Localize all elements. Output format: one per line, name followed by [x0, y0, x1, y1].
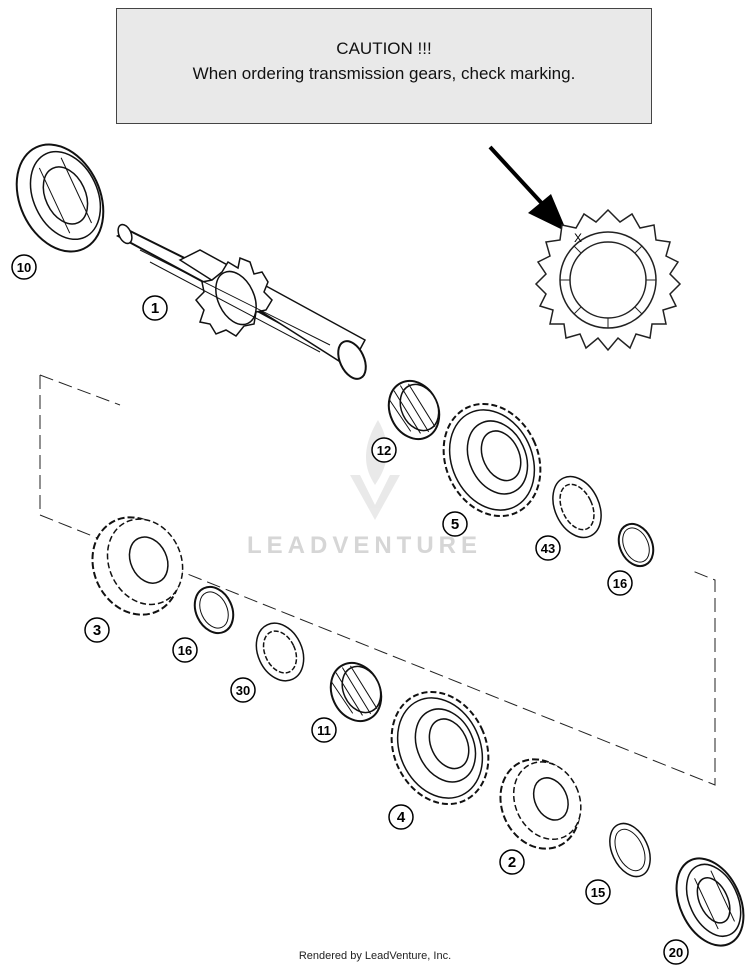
callout-3: 3 — [84, 617, 110, 643]
callout-number: 1 — [151, 300, 159, 317]
callout-number: 20 — [669, 945, 683, 960]
callout-number: 4 — [397, 809, 406, 826]
callout-11: 11 — [311, 717, 337, 743]
marked-gear-detail: X — [534, 208, 682, 352]
gear-2 — [499, 758, 582, 850]
watermark-logo — [350, 420, 400, 520]
callout-number: 2 — [508, 854, 516, 871]
callout-2: 2 — [499, 849, 525, 875]
callout-number: 12 — [377, 443, 391, 458]
footer-credit: Rendered by LeadVenture, Inc. — [298, 950, 452, 962]
marking-symbol: X — [574, 231, 582, 245]
bearing-10 — [15, 143, 105, 253]
callout-12: 12 — [371, 437, 397, 463]
callout-number: 3 — [93, 622, 101, 639]
callout-15: 15 — [585, 879, 611, 905]
group-outline-top — [39, 374, 121, 406]
callout-number: 5 — [451, 516, 459, 533]
circlip-16-left — [193, 585, 235, 635]
group-outline — [39, 375, 716, 786]
washer-30 — [255, 622, 305, 682]
callout-labels: 10 1 12 5 43 16 3 16 30 11 4 2 15 20 — [11, 254, 689, 965]
callout-number: 16 — [613, 576, 627, 591]
needle-bearing-11 — [329, 661, 383, 723]
bearing-20 — [675, 857, 745, 947]
callout-number: 16 — [178, 643, 192, 658]
caution-box: CAUTION !!! When ordering transmission g… — [116, 8, 652, 124]
gear-4 — [390, 690, 490, 806]
main-shaft-1 — [115, 223, 367, 380]
circlip-16-right — [617, 522, 655, 568]
callout-4: 4 — [388, 804, 414, 830]
callout-5: 5 — [442, 511, 468, 537]
gear-3 — [91, 516, 184, 616]
callout-30: 30 — [230, 677, 256, 703]
gear-5 — [442, 402, 542, 518]
callout-1: 1 — [142, 295, 168, 321]
callout-number: 43 — [541, 541, 555, 556]
callout-number: 30 — [236, 683, 250, 698]
caution-title: CAUTION !!! — [336, 39, 432, 58]
washer-15 — [609, 822, 651, 878]
callout-number: 10 — [17, 260, 31, 275]
caution-message: When ordering transmission gears, check … — [192, 64, 576, 83]
watermark-text: LEADVENTURE — [247, 532, 483, 559]
callout-number: 15 — [591, 885, 605, 900]
callout-43: 43 — [535, 535, 561, 561]
needle-bearing-12 — [387, 379, 441, 441]
callout-number: 11 — [317, 723, 331, 738]
callout-16: 16 — [607, 570, 633, 596]
marking-arrow — [488, 145, 567, 232]
callout-16: 16 — [172, 637, 198, 663]
callout-20: 20 — [663, 939, 689, 965]
washer-43 — [552, 475, 602, 539]
callout-10: 10 — [11, 254, 37, 280]
